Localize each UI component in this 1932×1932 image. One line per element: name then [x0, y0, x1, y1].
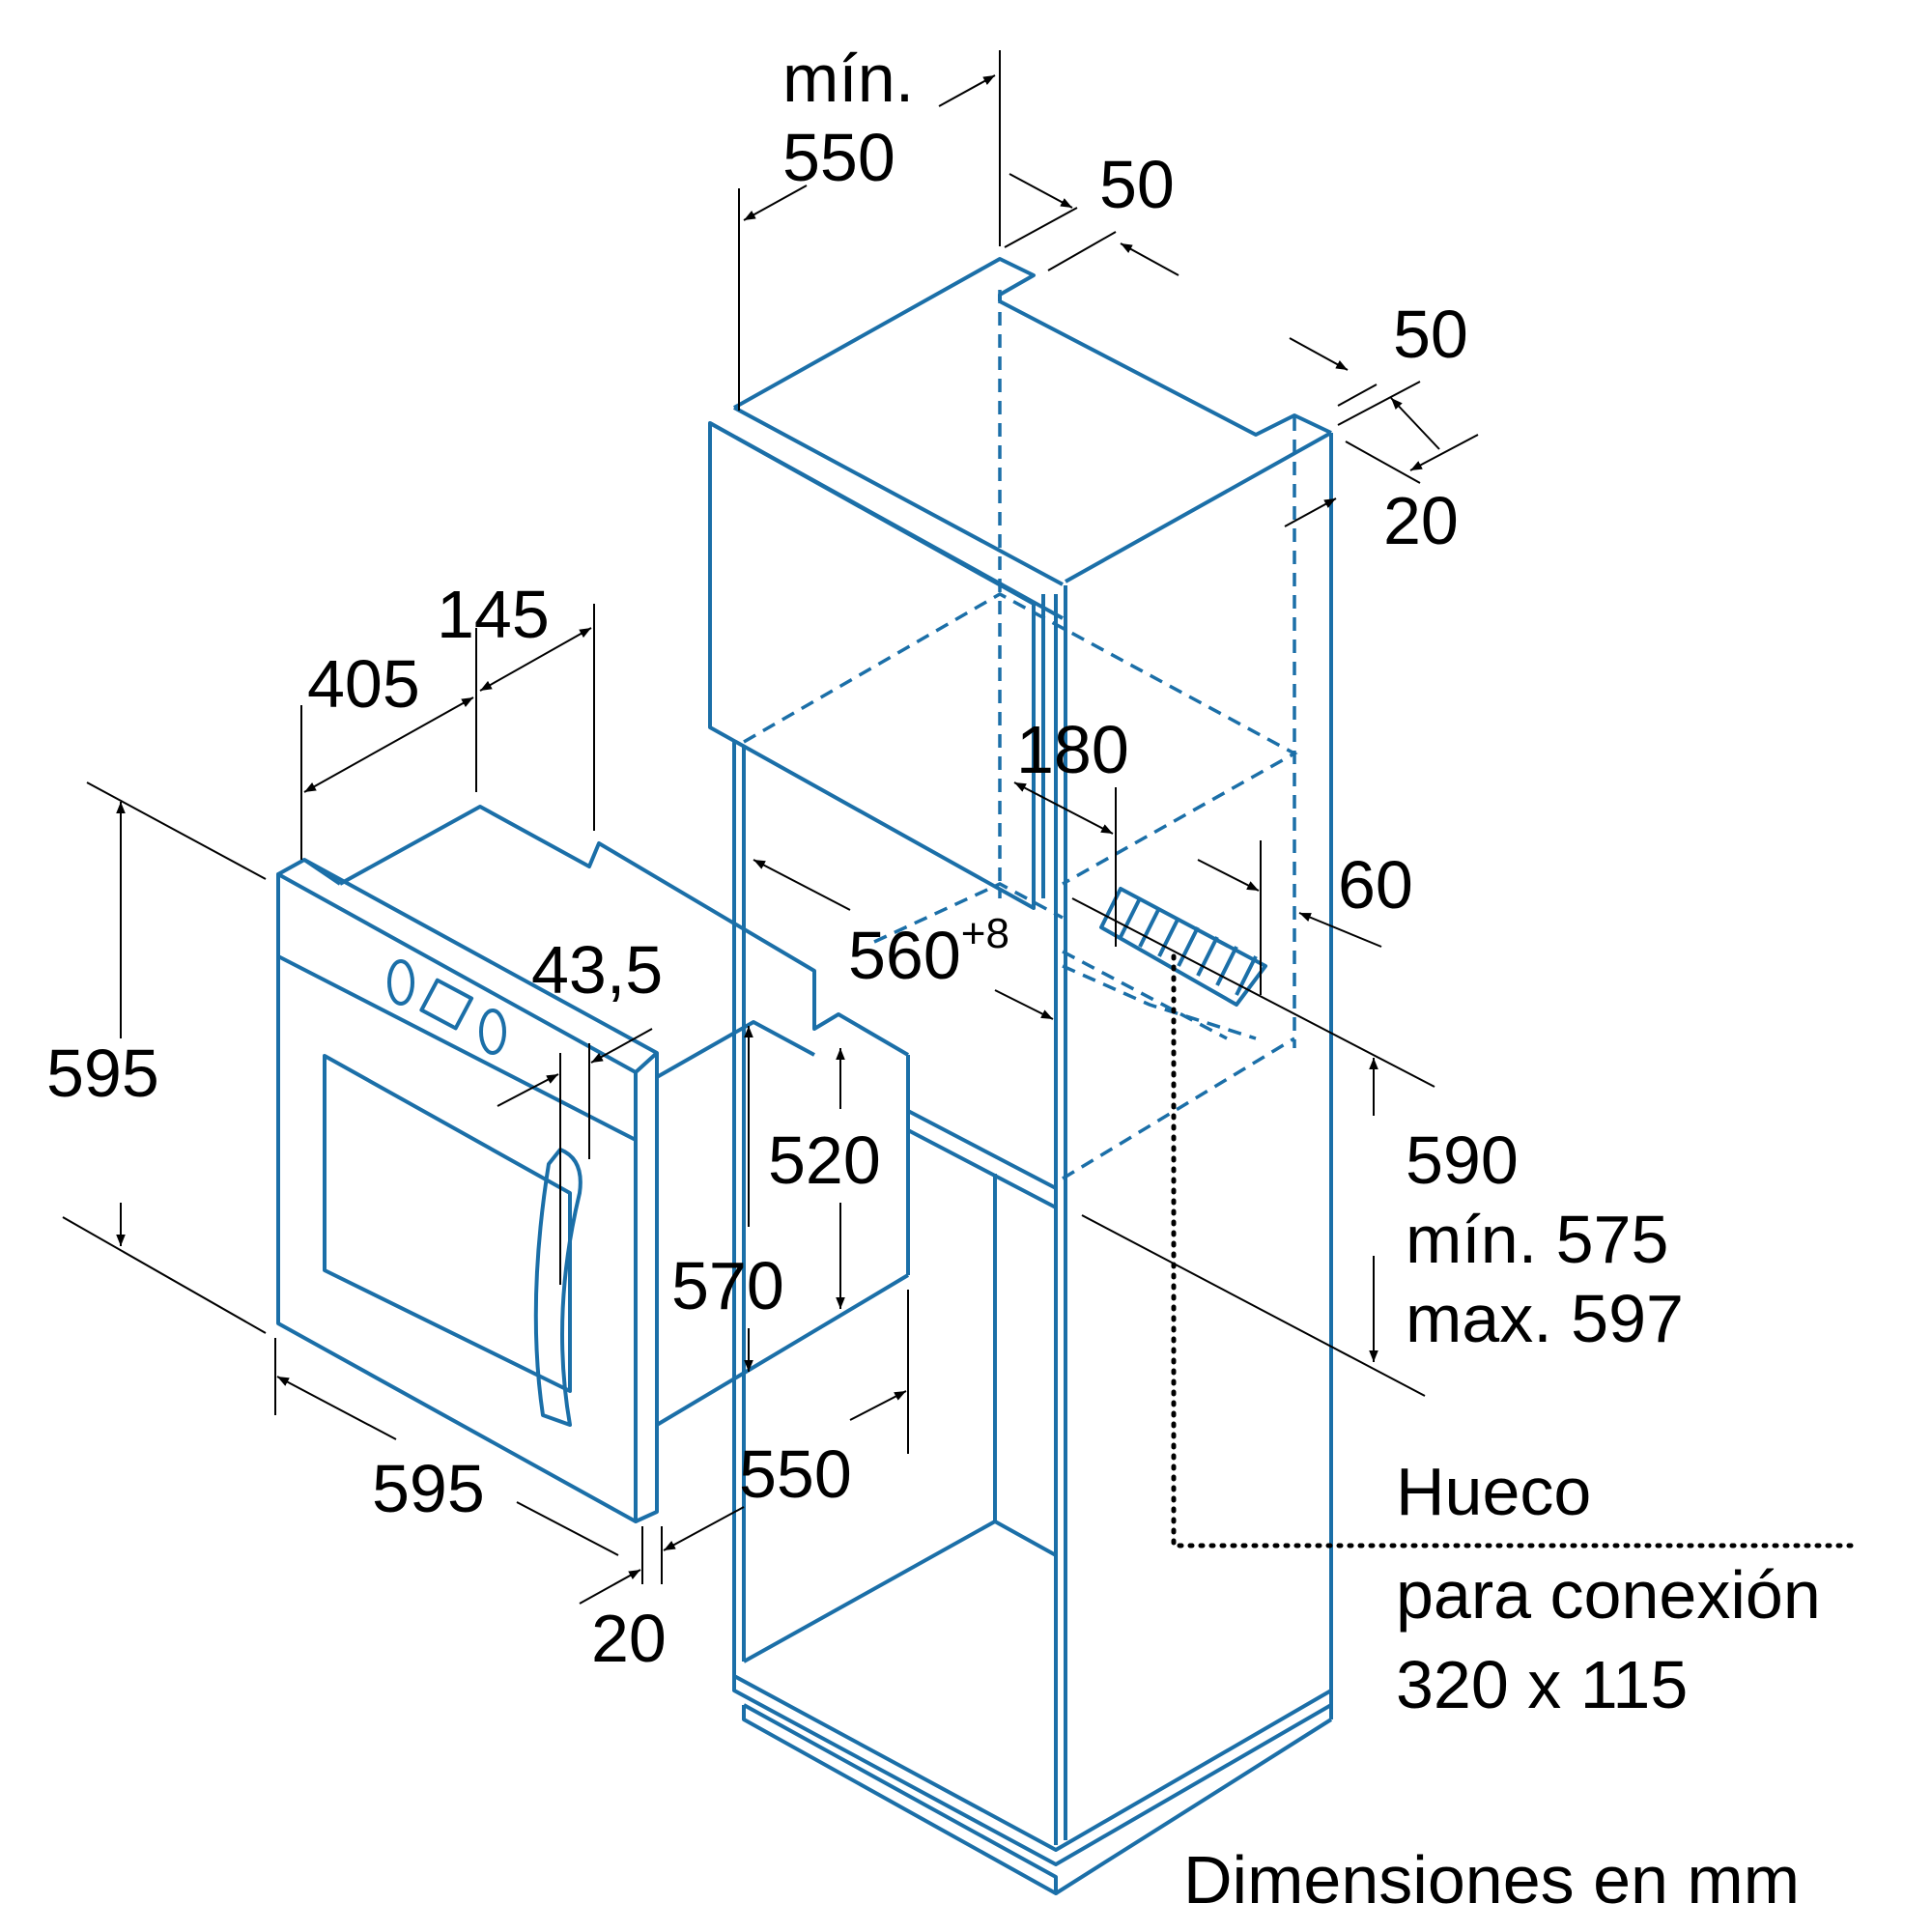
niche-width-label: 560+8: [848, 910, 1009, 993]
connection-opening-hatch: [1099, 887, 1267, 1007]
oven-depth-body-label: 405: [307, 646, 420, 722]
cabinet-outline: [708, 257, 1333, 1895]
oven-front-thickness-label: 20: [591, 1601, 667, 1676]
cabinet-min-depth-line2: 550: [782, 120, 895, 195]
oven-body-depth-label: 550: [739, 1436, 852, 1512]
niche-depth-label: 180: [1016, 712, 1129, 787]
niche-height-max-label: max. 597: [1406, 1281, 1684, 1356]
back-offset-label: 20: [1383, 483, 1459, 558]
note-line2: para conexión: [1396, 1557, 1821, 1633]
vent-gap-top-label: 50: [1099, 147, 1175, 222]
dimension-lines: [62, 50, 1858, 1605]
oven-outline: [276, 805, 910, 1523]
oven-height-label: 595: [46, 1036, 159, 1111]
dimension-labels: 595 595 20 550 570 520 43,5 405 145 mín.…: [46, 41, 1684, 1676]
note-line1: Hueco: [1396, 1454, 1591, 1529]
connection-note: Hueco para conexión 320 x 115: [1396, 1454, 1821, 1722]
oven-width-label: 595: [372, 1451, 485, 1526]
oven-front-depth-label: 43,5: [531, 932, 663, 1008]
units-caption: Dimensiones en mm: [1183, 1842, 1800, 1918]
niche-height-min-label: mín. 575: [1406, 1202, 1668, 1277]
oven-depth-top-label: 145: [437, 577, 550, 652]
oven-side-height-inner-label: 520: [768, 1122, 881, 1198]
niche-dashed-outline: [743, 290, 1298, 1180]
cabinet-min-depth-line1: mín.: [782, 41, 914, 116]
niche-height-nominal-label: 590: [1406, 1122, 1519, 1198]
vent-gap-back-label: 50: [1393, 297, 1468, 372]
oven-side-height-outer-label: 570: [671, 1248, 784, 1323]
note-line3: 320 x 115: [1396, 1647, 1688, 1722]
shelf-offset-label: 60: [1338, 847, 1413, 923]
